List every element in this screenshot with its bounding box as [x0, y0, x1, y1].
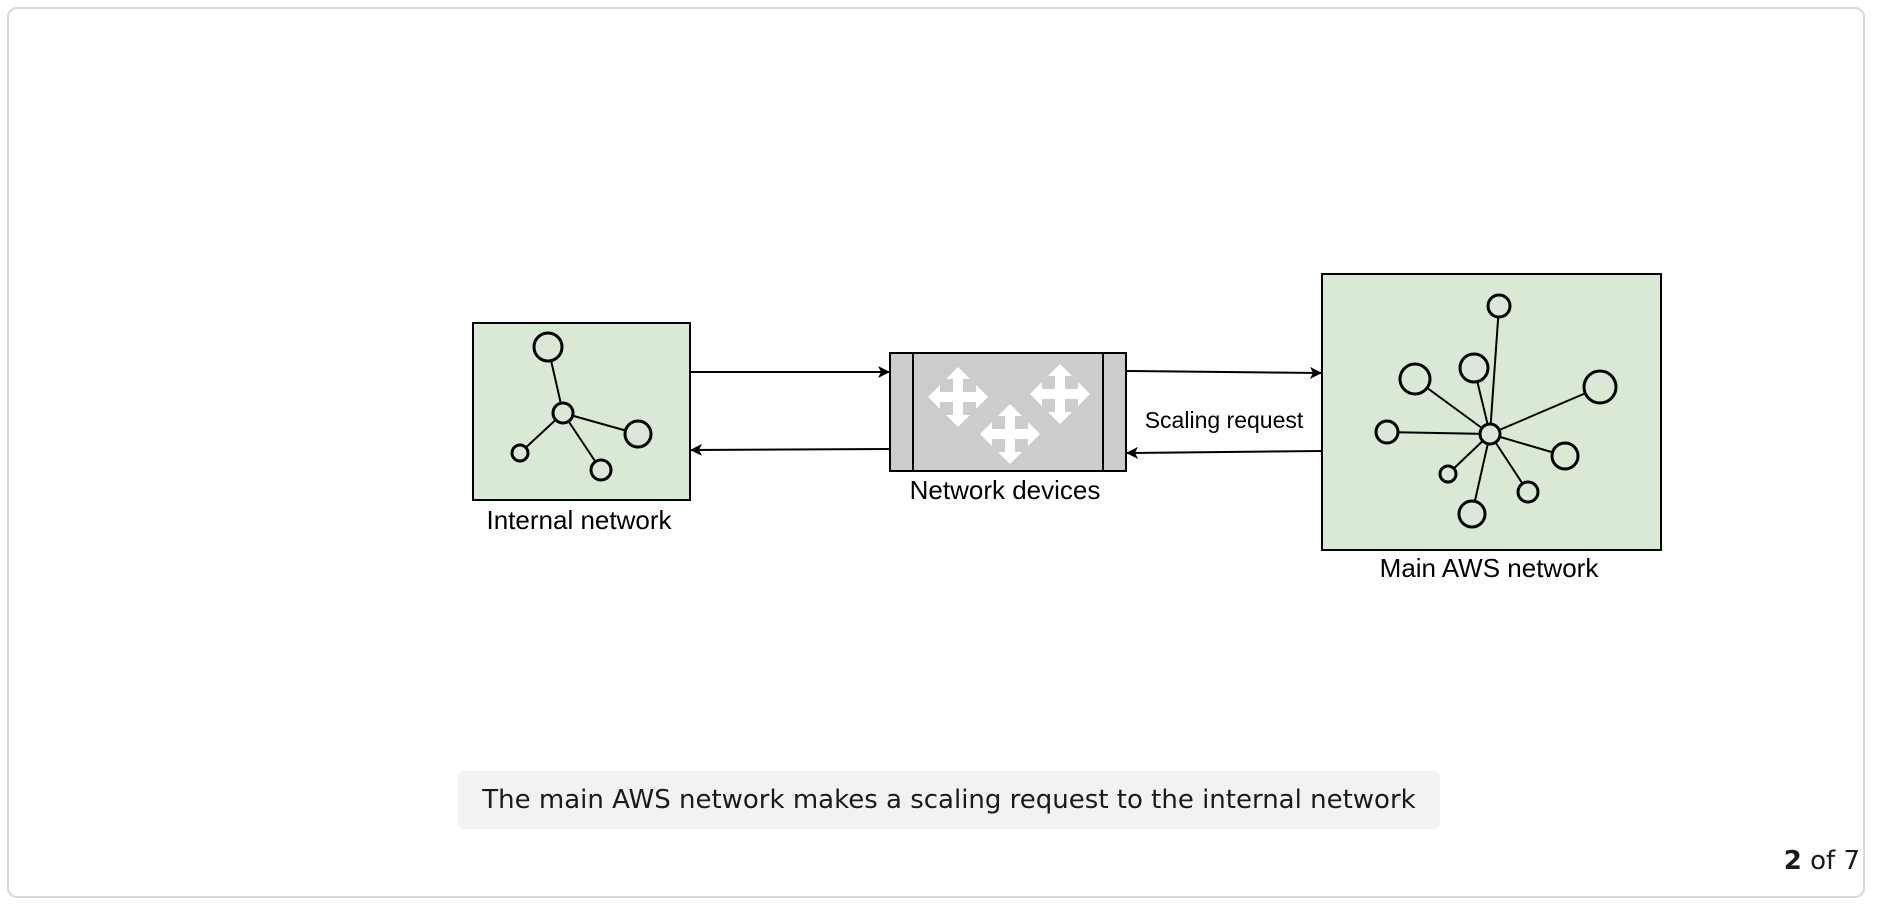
internal-network-label: Internal network: [487, 505, 673, 535]
internal-network-box: [472, 322, 691, 501]
edge-aws-to-devices: [1126, 446, 1323, 459]
edge-devices-to-internal: [690, 443, 891, 456]
slide-pager: 2 of 7: [1784, 846, 1860, 876]
slide-caption: The main AWS network makes a scaling req…: [458, 771, 1440, 829]
scaling-request-label: Scaling request: [1145, 407, 1304, 433]
edge-devices-to-aws: [1125, 366, 1322, 379]
main-aws-network-label: Main AWS network: [1380, 553, 1600, 583]
internal-network-node: Internal network: [472, 322, 691, 535]
network-devices-node: Network devices: [889, 352, 1127, 505]
pager-total: 7: [1843, 846, 1860, 876]
main-aws-network-node: Main AWS network: [1321, 273, 1662, 583]
network-devices-label: Network devices: [910, 475, 1101, 505]
pager-separator: of: [1810, 846, 1836, 876]
slide-caption-text: The main AWS network makes a scaling req…: [482, 785, 1416, 815]
aws-network-topology-icon: [1374, 293, 1618, 529]
edges: [690, 366, 1323, 459]
pager-current: 2: [1783, 846, 1802, 876]
network-topology-icon: [510, 331, 653, 482]
